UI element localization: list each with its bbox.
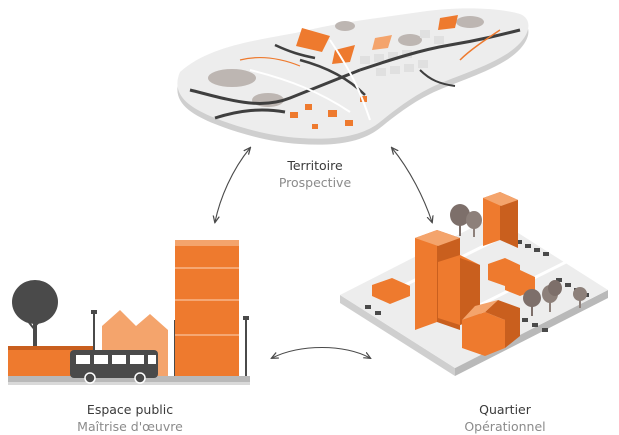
- arrow-territoire-quartier: [392, 148, 432, 222]
- quartier-label: Quartier Opérationnel: [435, 401, 575, 435]
- arrow-espace-public-quartier: [272, 347, 370, 359]
- territoire-subtitle: Prospective: [278, 175, 352, 190]
- territoire-label: Territoire Prospective: [255, 157, 375, 191]
- bus-illustration: [70, 350, 158, 384]
- espace-public-label: Espace public Maîtrise d'œuvre: [40, 401, 220, 435]
- espace-public-subtitle: Maîtrise d'œuvre: [77, 419, 183, 434]
- quartier-illustration: [340, 192, 608, 376]
- quartier-subtitle: Opérationnel: [464, 419, 546, 434]
- quartier-title: Quartier: [479, 402, 531, 417]
- territoire-title: Territoire: [287, 158, 343, 173]
- arrow-territoire-espace-public: [215, 148, 250, 222]
- territoire-map-illustration: [177, 8, 529, 145]
- espace-public-title: Espace public: [86, 402, 174, 417]
- quartier-trees: [450, 204, 587, 316]
- espace-public-illustration: [8, 240, 250, 385]
